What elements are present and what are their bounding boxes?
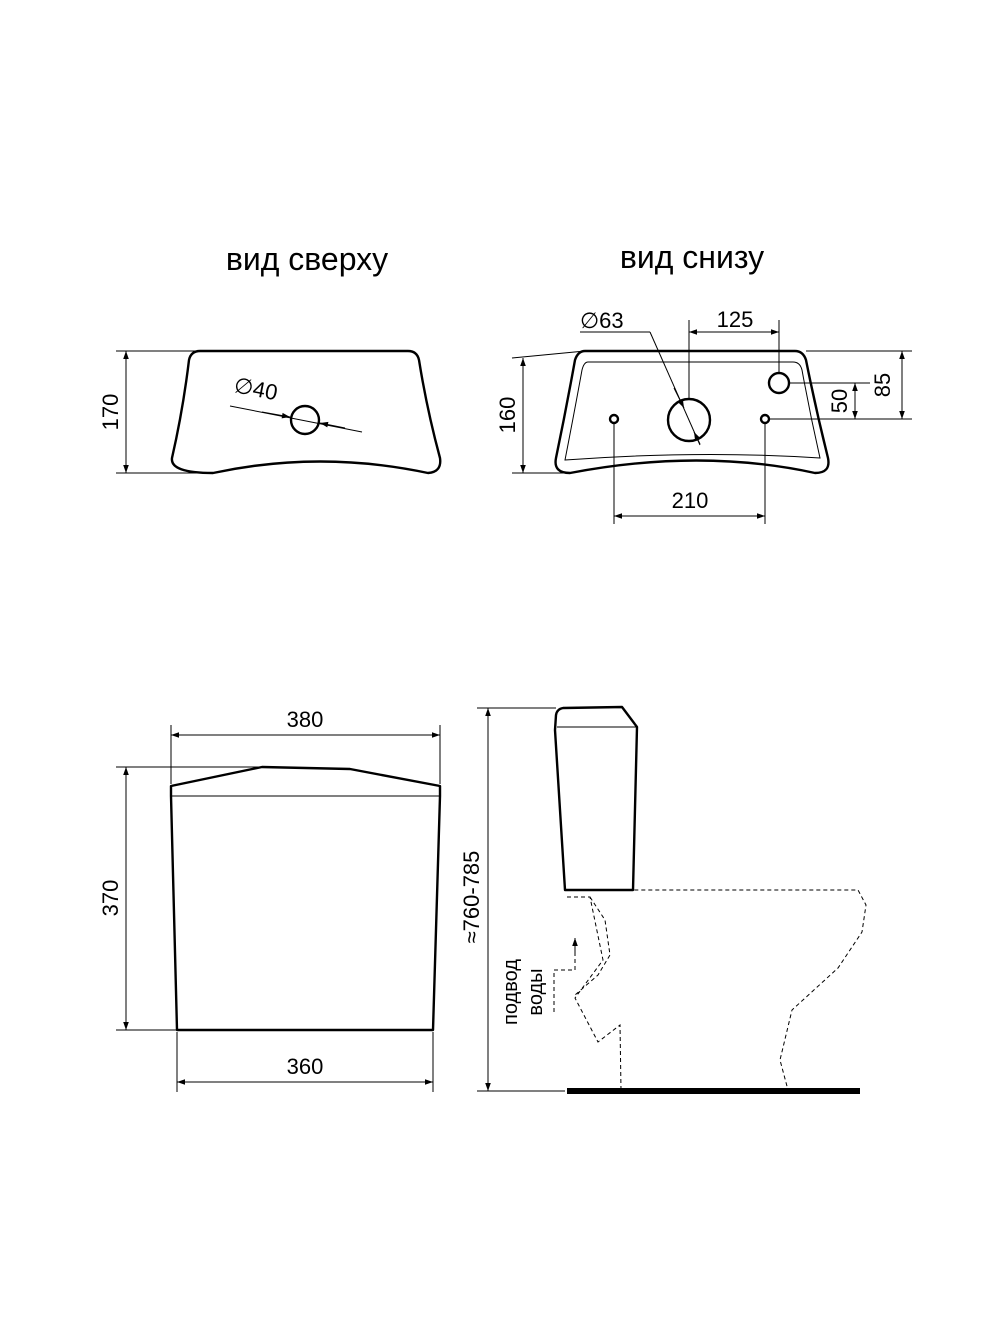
front-view-370-label: 370 bbox=[98, 880, 123, 917]
bottom-view-inner-outline bbox=[564, 361, 821, 461]
bottom-view-inlet-hole bbox=[767, 371, 791, 395]
front-view-380-label: 380 bbox=[287, 707, 324, 732]
bottom-view-50-label: 50 bbox=[827, 389, 852, 413]
bottom-view-ext-top bbox=[511, 350, 586, 359]
bottom-view-hole-leader-diag bbox=[649, 331, 701, 446]
bottom-view-hole-label: ∅63 bbox=[580, 308, 624, 333]
top-view-outline bbox=[170, 349, 442, 475]
top-view-hole-arrow-b bbox=[319, 421, 346, 429]
top-view-hole-arrow-a bbox=[261, 411, 291, 419]
side-view-tank bbox=[553, 705, 639, 892]
side-view-inlet-line bbox=[553, 950, 576, 1012]
bottom-view-hole-arrow-a bbox=[673, 387, 685, 409]
front-view-360-label: 360 bbox=[287, 1054, 324, 1079]
bottom-view-title: вид снизу bbox=[620, 239, 764, 275]
bottom-view-outline bbox=[554, 349, 830, 475]
top-view-hole-label: ∅40 bbox=[232, 372, 280, 405]
bottom-view-depth-label: 160 bbox=[495, 397, 520, 434]
side-view-height-label: ≈760-785 bbox=[459, 851, 484, 944]
bottom-view-main-hole bbox=[666, 397, 712, 443]
front-view-outline bbox=[169, 765, 442, 1032]
bottom-view: ∅63 125 160 50 85 210 bbox=[495, 307, 912, 524]
side-view-inlet-label-1: подвод bbox=[500, 959, 522, 1025]
top-view: ∅40 170 bbox=[98, 349, 442, 475]
bottom-view-hole-arrow-b bbox=[693, 431, 701, 445]
bottom-view-125-label: 125 bbox=[717, 307, 754, 332]
side-view: подвод воды ≈760-785 bbox=[459, 705, 867, 1094]
side-view-toilet-bowl bbox=[567, 889, 867, 1091]
bottom-view-mount-left bbox=[608, 413, 620, 425]
side-view-inlet-label-2: воды bbox=[525, 968, 547, 1015]
bottom-view-85-label: 85 bbox=[870, 373, 895, 397]
top-view-depth-label: 170 bbox=[98, 394, 123, 431]
bottom-view-210-label: 210 bbox=[672, 488, 709, 513]
top-view-hole-leader bbox=[229, 405, 363, 433]
bottom-view-mount-right bbox=[759, 413, 771, 425]
top-view-title: вид сверху bbox=[226, 241, 388, 277]
top-view-hole bbox=[289, 404, 321, 436]
front-view: 380 370 360 bbox=[98, 707, 442, 1092]
